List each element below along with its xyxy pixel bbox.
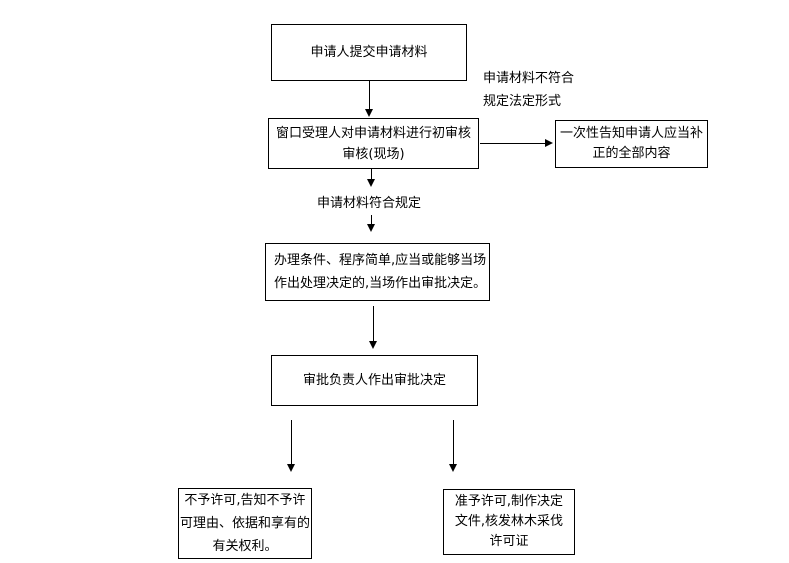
arrowhead-down-icon [369,341,377,349]
node-text-line: 办理条件、程序简单,应当或能够当场 [274,253,487,268]
label-conform: 申请材料符合规定 [317,192,422,215]
connector-review-to-conform-label [371,169,372,180]
arrowhead-down-icon [365,109,373,117]
node-text-line: 一次性告知申请人应当补 [559,126,703,141]
node-initial-review: 窗口受理人对申请材料进行初审核 审核(现场) [268,118,479,169]
label-text-line: 申请材料不符合 [483,71,575,86]
node-text-line: 准予许可,制作决定 [454,494,564,509]
label-not-conform: 申请材料不符合 规定法定形式 [483,67,575,113]
node-notify-corrections: 一次性告知申请人应当补 正的全部内容 [555,120,708,168]
connector-conform-label-to-onsite [371,214,372,225]
label-text-line: 申请材料符合规定 [317,196,422,211]
node-deny-permit: 不予许可,告知不予许 可理由、依据和享有的 有关权利。 [178,488,312,559]
node-text-line: 文件,核发林木采伐 [454,514,564,529]
connector-submit-to-review [369,81,370,110]
arrowhead-down-icon [367,179,375,187]
connector-onsite-to-approval [373,306,374,342]
node-text-line: 窗口受理人对申请材料进行初审核 [275,125,471,141]
arrowhead-down-icon [287,464,295,472]
node-text-line: 申请人提交申请材料 [310,44,428,60]
arrowhead-down-icon [449,464,457,472]
node-text-line: 有关权利。 [212,539,278,554]
node-text-line: 许可证 [489,534,529,549]
node-text-line: 审核(现场) [342,146,405,162]
node-text-line: 作出处理决定的,当场作出审批决定。 [274,276,487,291]
connector-approval-to-grant [453,420,454,465]
node-submit-materials: 申请人提交申请材料 [271,24,467,81]
node-approval-decision: 审批负责人作出审批决定 [271,355,478,406]
connector-review-to-notify [480,143,546,144]
label-text-line: 规定法定形式 [483,94,562,109]
node-text-line: 不予许可,告知不予许 [184,493,306,508]
node-text-line: 正的全部内容 [592,146,671,161]
node-grant-permit: 准予许可,制作决定 文件,核发林木采伐 许可证 [443,489,575,555]
node-text-line: 审批负责人作出审批决定 [302,372,446,388]
node-onsite-decision: 办理条件、程序简单,应当或能够当场 作出处理决定的,当场作出审批决定。 [265,243,490,301]
connector-approval-to-deny [291,420,292,465]
arrowhead-down-icon [367,224,375,232]
node-text-line: 可理由、依据和享有的 [179,516,310,531]
arrowhead-right-icon [545,139,553,147]
